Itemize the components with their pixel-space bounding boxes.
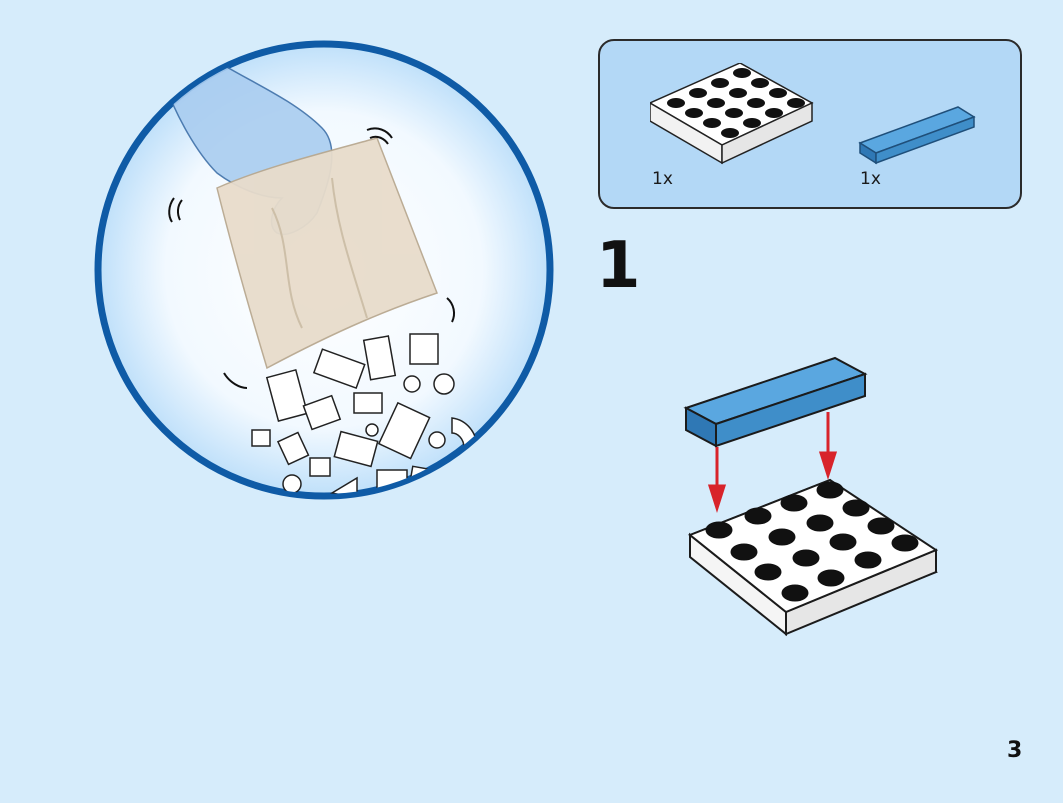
page-number: 3 xyxy=(1007,738,1023,763)
step-number: 1 xyxy=(596,229,641,303)
plate-4x4-white-icon xyxy=(688,478,939,637)
tile-1x4-blue-icon xyxy=(683,356,868,448)
bag-opening-illustration xyxy=(94,40,554,500)
placement-arrows-icon xyxy=(707,412,838,513)
part-quantity-tile: 1x xyxy=(860,169,881,189)
part-quantity-plate: 1x xyxy=(652,169,673,189)
plate-4x4-white-icon xyxy=(650,63,814,165)
falling-bricks-icon xyxy=(251,333,478,494)
assembly-step-illustration xyxy=(683,356,939,637)
bag-icon xyxy=(216,137,438,370)
tile-1x4-blue-icon xyxy=(858,106,976,165)
parts-list-box: 1x 1x xyxy=(598,39,1022,209)
